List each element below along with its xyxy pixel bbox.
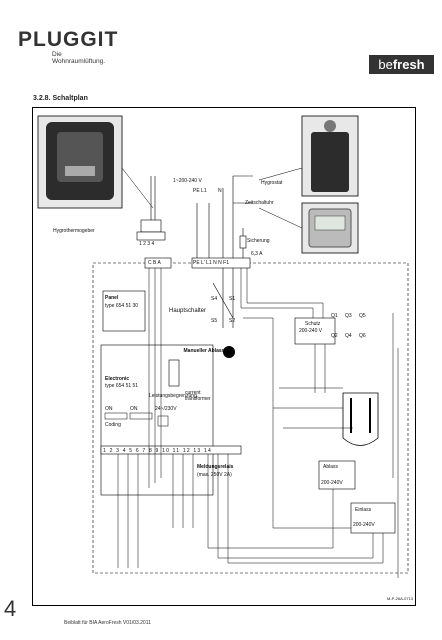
meldungsrelais-label: Meldungsrelais [197, 464, 234, 470]
electronic-type: type 654 51 51 [105, 383, 139, 389]
electronic-board [100, 344, 214, 496]
schutz-label: Schutz [305, 321, 321, 327]
ablass-voltage: 200-240V [321, 480, 343, 486]
on-label-2: ON [130, 406, 138, 412]
timer-display [314, 215, 346, 231]
s4-label: S4 [211, 296, 218, 302]
ablass-label: Ablass [323, 464, 339, 470]
einlass-voltage: 200-240V [353, 522, 375, 528]
left-terminals: 1 2 3 4 [139, 241, 155, 247]
terminal-row [100, 445, 242, 455]
panel-box [102, 290, 146, 332]
hygrostat-cable-gland [324, 120, 336, 132]
cba-terminal [144, 257, 172, 269]
befresh-badge: befresh [369, 55, 434, 74]
wiring-diagram-lines [37, 115, 409, 578]
hygrostat-label: Hygrostat [261, 180, 283, 186]
pe-l1-label: PE L1 [193, 188, 207, 194]
s1-label: S1 [229, 296, 236, 302]
electronic-label: Electronic [105, 376, 130, 382]
badge-be: be [378, 57, 393, 72]
inlet-valve-box [350, 502, 396, 534]
s2-label: S2 [229, 318, 236, 324]
wiring-diagram: 1~200-240 V PE L1 N Hygrostat Zeitschalt… [32, 107, 416, 606]
logo-text: PLUGGIT [18, 28, 119, 51]
pluggit-logo: PLUGGIT Die Wohnraumlüftung. [18, 28, 119, 65]
schutz-voltage: 200-240 V [299, 328, 323, 334]
current-transformer-label: current transformer [185, 390, 211, 402]
manual-drain-button [223, 346, 235, 358]
coding-label: Coding [105, 422, 121, 428]
manueller-ablass-label: Manueller Ablass [183, 348, 225, 354]
on-label-1: ON [105, 406, 113, 412]
einlass-label: Einlass [355, 507, 372, 513]
control-box-outline [92, 262, 409, 574]
contact-q6: Q6 [359, 333, 366, 339]
zeitschaltuhr-label: Zeitschaltuhr [245, 200, 274, 206]
badge-fresh: fresh [392, 57, 425, 72]
cba-label: C B A [148, 260, 161, 266]
panel-type: type 654 51 30 [105, 303, 139, 309]
dip-switch-2 [129, 412, 153, 420]
panel-label: Panel [105, 295, 119, 301]
sensor-terminal [65, 166, 95, 176]
power-terminals-label: PE L' L1 N N F1 [193, 260, 229, 266]
drain-valve-box [318, 460, 356, 490]
terminal-row-numbers: 1 2 3 4 5 6 7 8 9 10 11 12 13 14 [103, 448, 212, 454]
hygrostat-device [311, 132, 349, 192]
doc-ref: M-P-26A-0713 [387, 596, 414, 601]
fuse-symbol [239, 235, 247, 249]
section-title: 3.2.8. Schaltplan [33, 95, 88, 102]
logo-tagline: Die Wohnraumlüftung. [52, 51, 105, 65]
contact-q4: Q4 [345, 333, 352, 339]
contact-q1: Q1 [331, 313, 338, 319]
relay-voltage-label: 24~/230V [155, 406, 177, 412]
page-number: 4 [4, 596, 17, 621]
n-label: N [218, 188, 222, 194]
s5-label: S5 [211, 318, 218, 324]
hauptschalter-label: Hauptschalter [169, 308, 207, 314]
supply-label: 1~200-240 V [173, 178, 202, 184]
sicherung-label: Sicherung [247, 238, 270, 244]
fuse-value: 6,3 A [251, 251, 263, 257]
contact-q2: Q2 [331, 333, 338, 339]
dip-switch-1 [104, 412, 128, 420]
hygrothermogeber-label: Hygrothermogeber [53, 228, 95, 234]
meldungsrelais-rating: (max. 250V 2A) [197, 472, 232, 478]
leistungsbegrenzung-label: Leistungsbegrenzung [149, 393, 197, 399]
footer-text: Beiblatt für BIA AeroFresh V01/03.2011 [64, 620, 151, 626]
contact-q5: Q5 [359, 313, 366, 319]
steam-cylinder [342, 392, 379, 446]
contact-q3: Q3 [345, 313, 352, 319]
power-terminal-strip [191, 257, 251, 269]
